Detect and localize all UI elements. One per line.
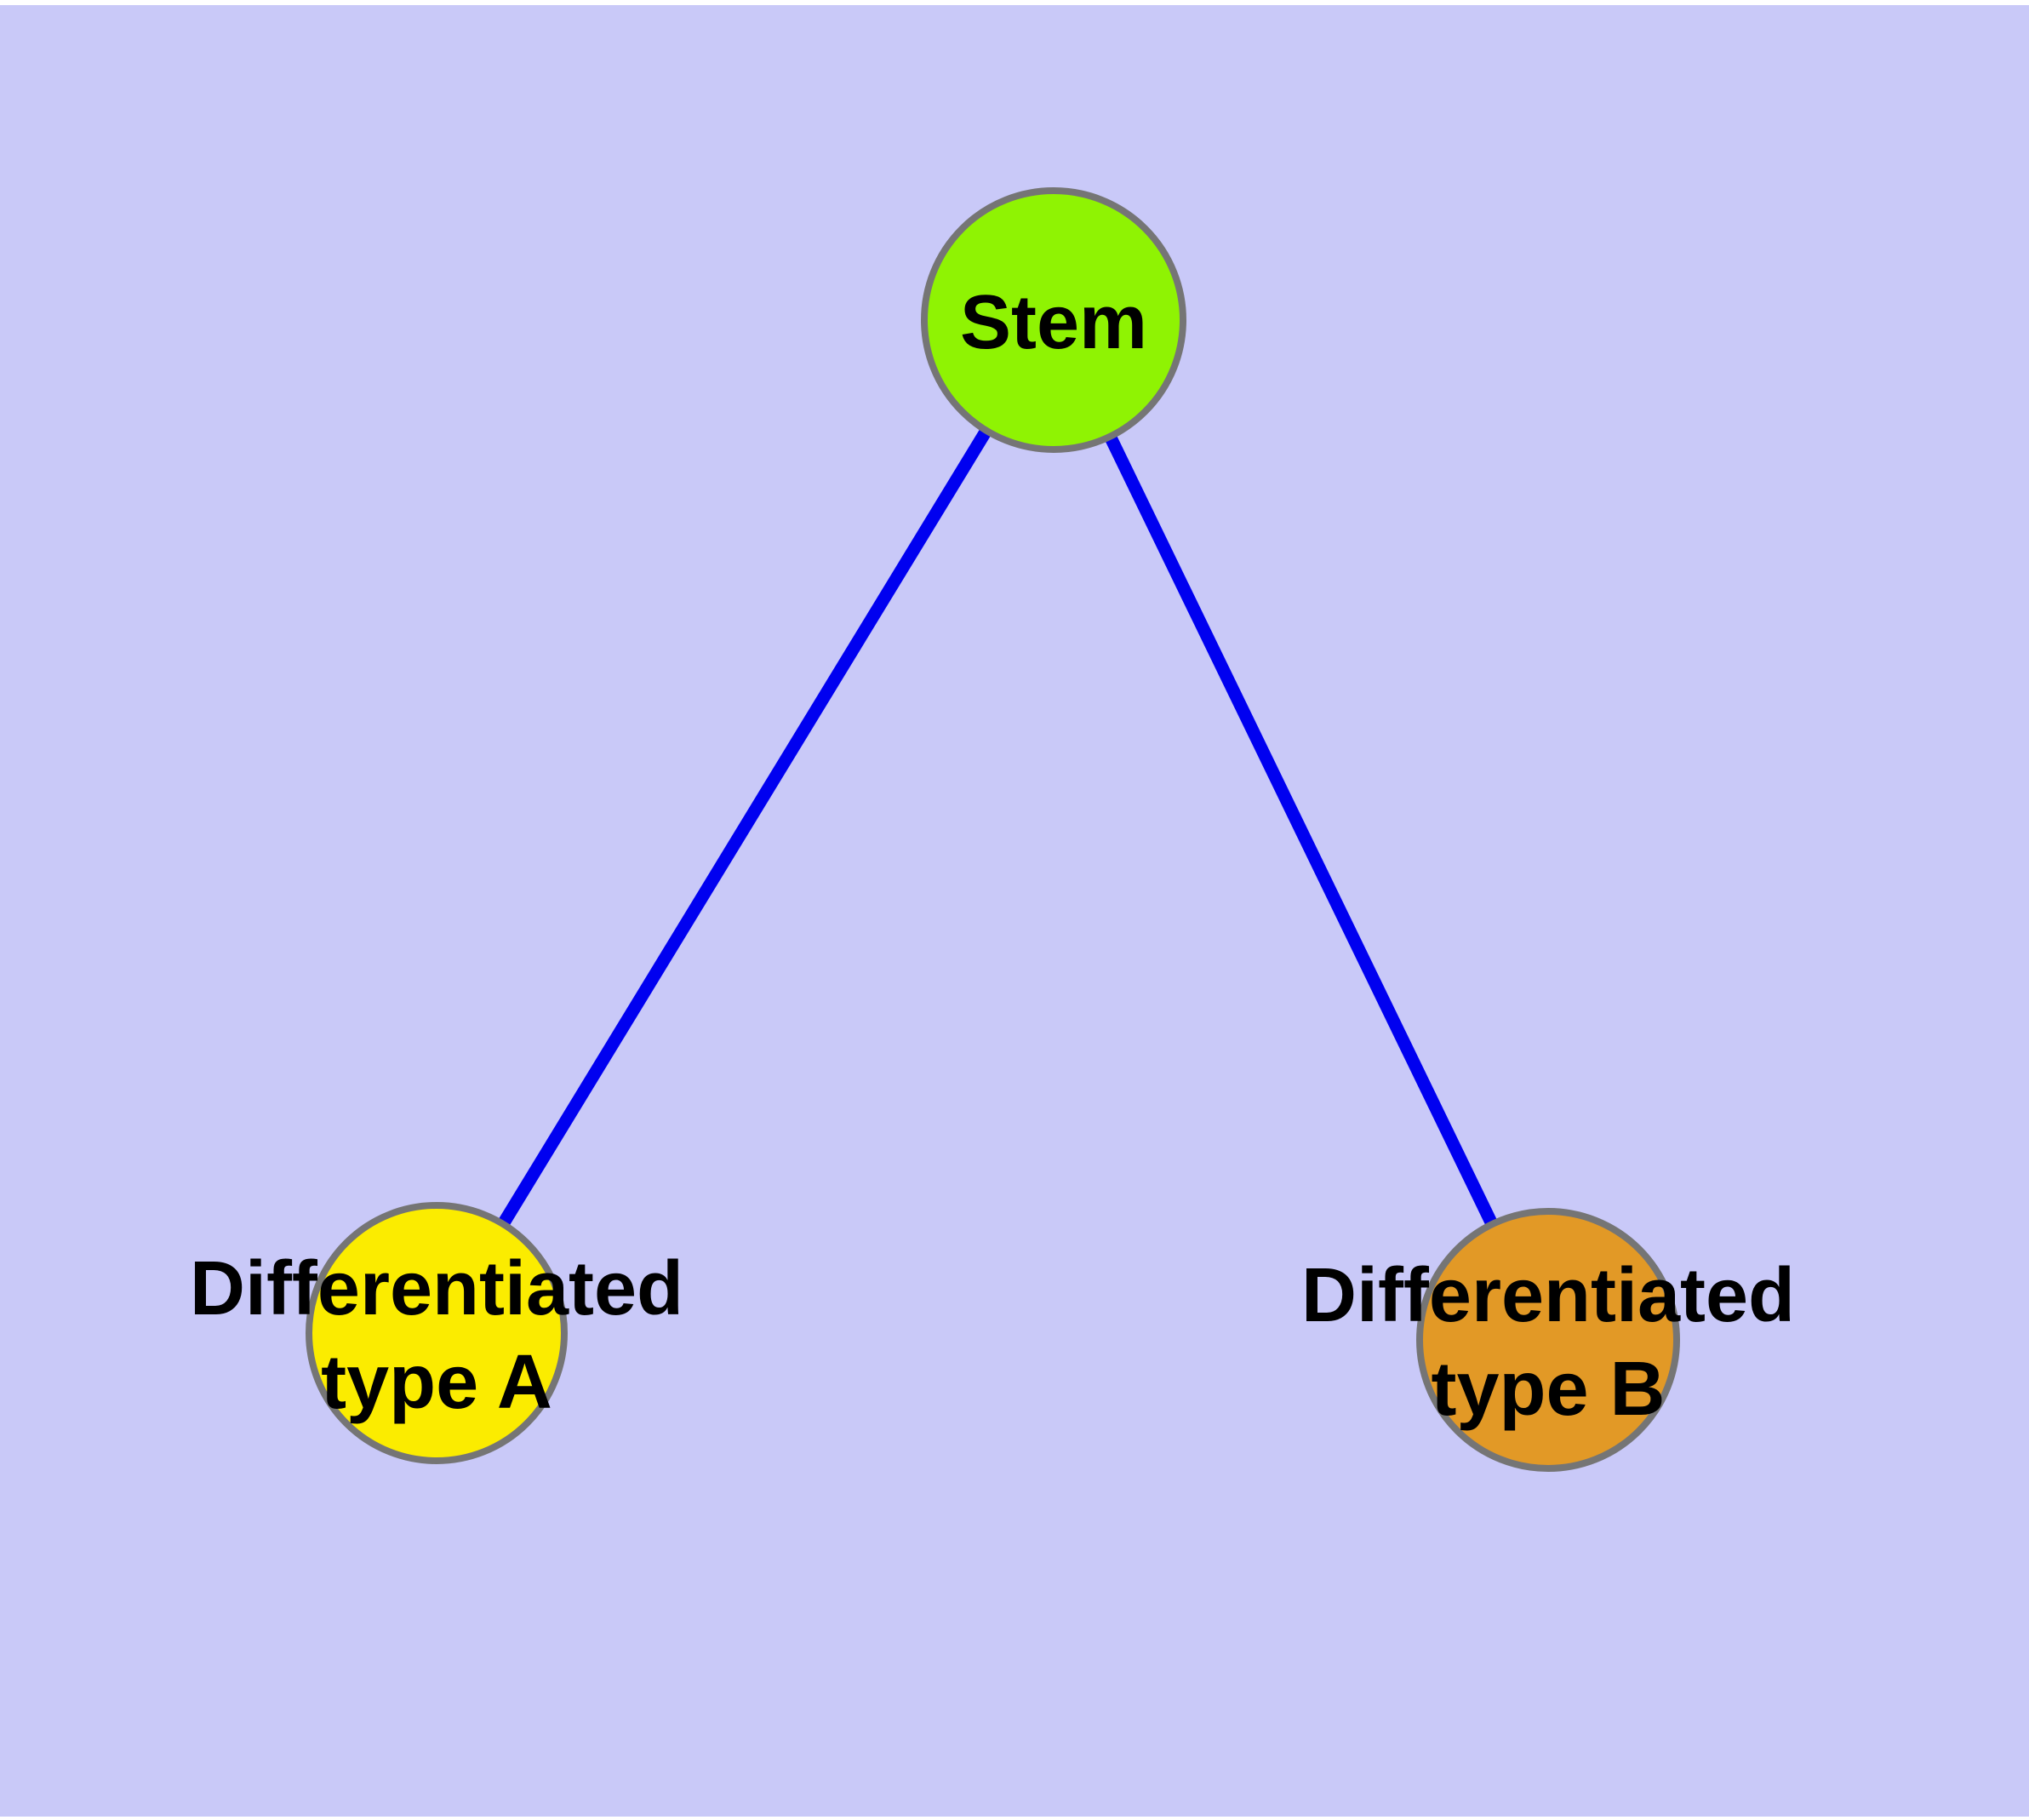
- node-type-b-label: Differentiated type B: [1301, 1253, 1795, 1432]
- node-type-b[interactable]: [1416, 1208, 1680, 1472]
- node-stem-circle[interactable]: [921, 187, 1186, 453]
- node-type-a-label-line-1: Differentiated: [190, 1246, 683, 1331]
- node-type-b-circle[interactable]: [1416, 1208, 1680, 1472]
- node-type-a[interactable]: [306, 1202, 568, 1464]
- node-stem[interactable]: [921, 187, 1186, 453]
- node-type-b-label-line-1: Differentiated: [1301, 1253, 1795, 1338]
- node-type-a-label-line-2: type A: [321, 1340, 552, 1425]
- edge-stem-to-b: [1048, 317, 1554, 1343]
- node-stem-label: Stem: [960, 280, 1147, 365]
- node-type-a-label: Differentiated type A: [190, 1246, 683, 1425]
- node-type-a-circle[interactable]: [306, 1202, 568, 1464]
- edge-stem-to-a: [431, 317, 1060, 1336]
- node-type-b-label-line-2: type B: [1431, 1347, 1665, 1432]
- node-stem-label-line-1: Stem: [960, 280, 1147, 365]
